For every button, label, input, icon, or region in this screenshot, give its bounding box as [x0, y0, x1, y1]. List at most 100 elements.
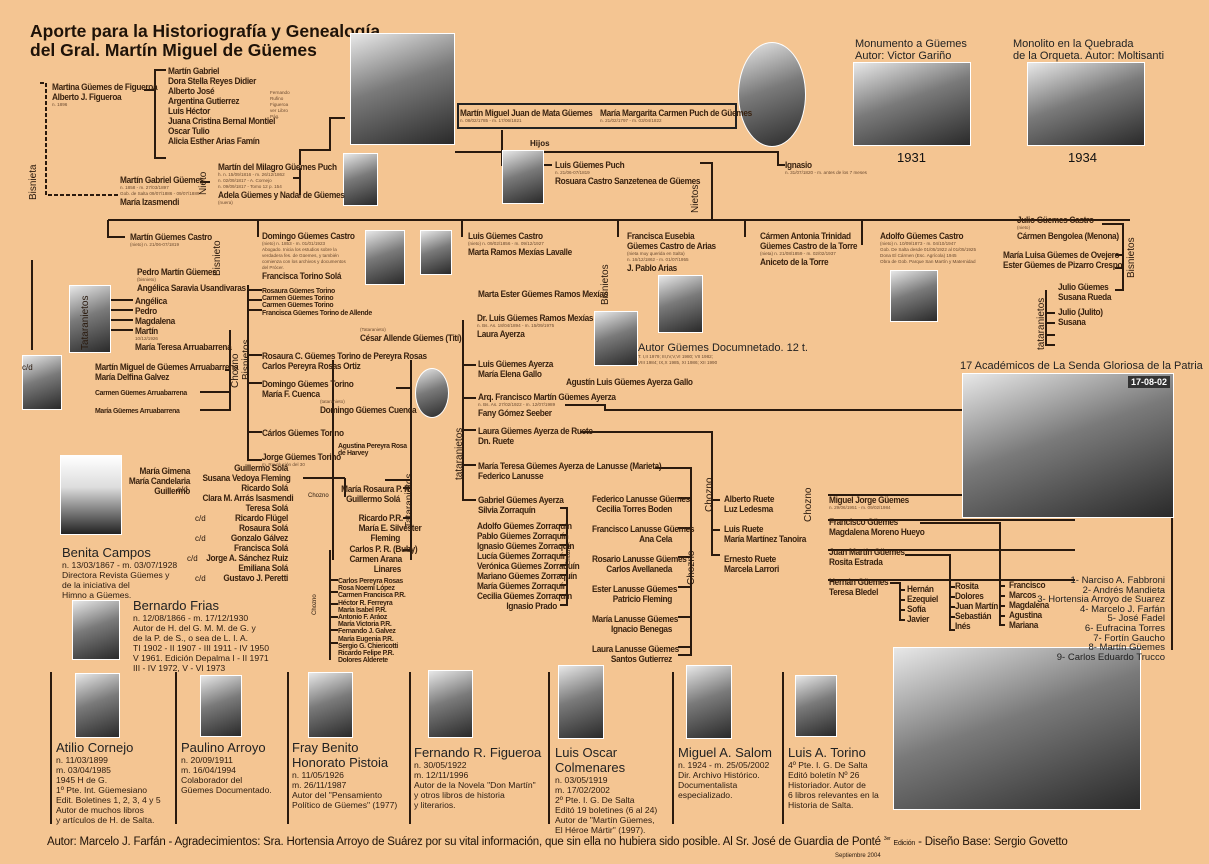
person-note: El Héroe Mártir" (1997). — [555, 825, 646, 835]
person-note: n. 20/09/1911 — [181, 755, 233, 765]
person-note: 2º Pte. I. G. De Salta — [555, 795, 635, 805]
person-name: Juana Cristina Bernal Montiel — [168, 116, 276, 126]
person-note: n. 11/03/1899 — [56, 755, 108, 765]
person-name: Laura Güemes Ayerza de Ruete — [478, 426, 593, 436]
person-name: Ignasio — [785, 160, 812, 170]
portrait-luis-castro — [420, 230, 452, 275]
person-block-luis-castro: Luis Güemes Castro(nieto) n. 09/02/1856 … — [468, 231, 581, 257]
cd-label: c/d — [195, 534, 206, 543]
portrait-margarita-puch — [738, 42, 806, 147]
portrait-francisca — [658, 275, 703, 333]
person-name: Alberto J. Figueroa — [52, 92, 122, 102]
person-block-autor-doc: Autor Güemes Documnetado. 12 t.T. I,II 1… — [638, 342, 808, 366]
cd-label: c/d — [195, 574, 206, 583]
person-block-maria-arr: María Güemes Arruabarrena — [95, 406, 187, 415]
person-name: Carmen Güemes Torino — [262, 300, 334, 310]
person-name — [592, 634, 672, 644]
person-name: María Güemes Arruabarrena — [95, 406, 180, 415]
person-name: Luis Ruete — [724, 524, 764, 534]
person-name: Fernando R. Figueroa — [414, 745, 542, 760]
tataranietos-label: Tataranietos — [404, 473, 415, 528]
person-name: Dolores — [955, 591, 984, 601]
person-note: Güemes Documentado. — [181, 785, 272, 795]
person-name: María Güemes Zorraquín — [476, 581, 568, 591]
person-name: Gustavo J. Peretti — [223, 573, 288, 583]
portrait-bernardo — [72, 600, 120, 660]
person-name: Alberto Ruete — [724, 494, 775, 504]
person-name: Pablo Güemes Zorraquín — [476, 531, 569, 541]
person-name: Luis Güemes Puch — [555, 160, 625, 170]
person-name: Adolfo Güemes Castro — [880, 231, 964, 241]
chozno-label: Chozno — [686, 550, 697, 585]
person-block-marta-ester: Marta Ester Güemes Ramos Mexías — [478, 289, 619, 299]
person-note: III - IV 1972, V - VI 1973 — [133, 663, 226, 673]
person-name: 4- Marcelo J. Farfán — [1080, 603, 1165, 615]
person-name: Magdalena Moreno Hueyo — [829, 527, 925, 537]
person-name: 6- Eufracina Torres — [1084, 622, 1165, 634]
person-note: n. 21/06-07/1819 — [555, 170, 590, 175]
person-name: Javier — [907, 614, 930, 624]
person-name: Domingo Güemes Castro — [262, 231, 355, 241]
person-name: María Teresa Güemes Ayerza de Lanusse (M… — [478, 461, 662, 471]
portrait-dr-luis — [594, 311, 638, 366]
person-name: Dr. Luis Güemes Ramos Mexías — [477, 313, 594, 323]
person-name: Honorato Pistoia — [292, 755, 389, 770]
person-note: (nuera) — [218, 200, 233, 205]
person-name: Francisco Lanusse Güemes — [591, 524, 695, 534]
person-name: María Teresa Arruabarrena — [135, 342, 232, 352]
person-block-carmen-arr: Carmen Güemes Arruabarrena — [95, 389, 195, 397]
person-name: Martín del Milagro Güemes Puch — [218, 162, 337, 172]
person-note: T. I,II 1979; III,IV,V,VI 1980; VII 1982… — [638, 354, 713, 359]
person-note: n. 03/05/1919 — [555, 775, 608, 785]
divider — [672, 672, 674, 824]
person-name: Atilio Cornejo — [56, 740, 134, 755]
portrait-paulino — [200, 675, 242, 737]
photo-monolito — [1027, 62, 1145, 146]
person-name: Dn. Ruete — [478, 436, 514, 446]
cd-label: c/d — [195, 514, 206, 523]
person-name: Hernán — [907, 584, 934, 594]
founding-couple-box — [457, 103, 737, 129]
monumento-year: 1931 — [897, 150, 926, 165]
person-name: 2- Andrés Mandieta — [1082, 584, 1165, 596]
person-block-domingo-castro: Domingo Güemes Castro(nieto) n. 1853 - m… — [262, 231, 363, 281]
person-name: Colmenares — [555, 760, 626, 775]
person-name: María Margarita Carmen Puch de Güemes — [600, 108, 752, 118]
person-name: Francisca Eusebia — [627, 231, 695, 241]
person-name: Ignacio Benegas — [611, 624, 672, 634]
person-name: Cecilia Güemes Zorraquín — [476, 591, 572, 601]
person-note: (nieto) n. 10/09/1873 - m. 04/10/1947 — [880, 241, 956, 246]
person-note: Historia de Salta. — [788, 800, 854, 810]
portrait-general-guemes — [350, 33, 455, 145]
person-name: Laura Ayerza — [477, 329, 525, 339]
person-name: Carmen Francisca P.R. — [338, 590, 406, 600]
person-block-julio-castro: Julio Güemes Castro(nieto)Cármen Bengole… — [1017, 215, 1128, 241]
person-name: Juan Martín Güemes — [829, 547, 905, 557]
person-name: María F. Cuenca — [262, 389, 320, 399]
person-note: (nieto) n. 21/06-07/1819 — [130, 242, 180, 247]
person-name: 1- Narciso A. Fabbroni — [1070, 575, 1165, 586]
person-note: Historiador. Autor de — [788, 780, 866, 790]
person-note: Político de Güemes" (1977) — [292, 800, 398, 810]
portrait-pedro — [69, 285, 111, 353]
person-name: Rosa Noemí López — [338, 583, 395, 593]
monolito-year: 1934 — [1068, 150, 1097, 165]
person-name: Autor Güemes Documnetado. 12 t. — [638, 342, 808, 354]
person-note: (bisnieto) — [137, 277, 156, 282]
portrait-martin-arruabarrena — [22, 355, 62, 410]
person-name: Martín Miguel Juan de Mata Güemes — [460, 108, 593, 118]
